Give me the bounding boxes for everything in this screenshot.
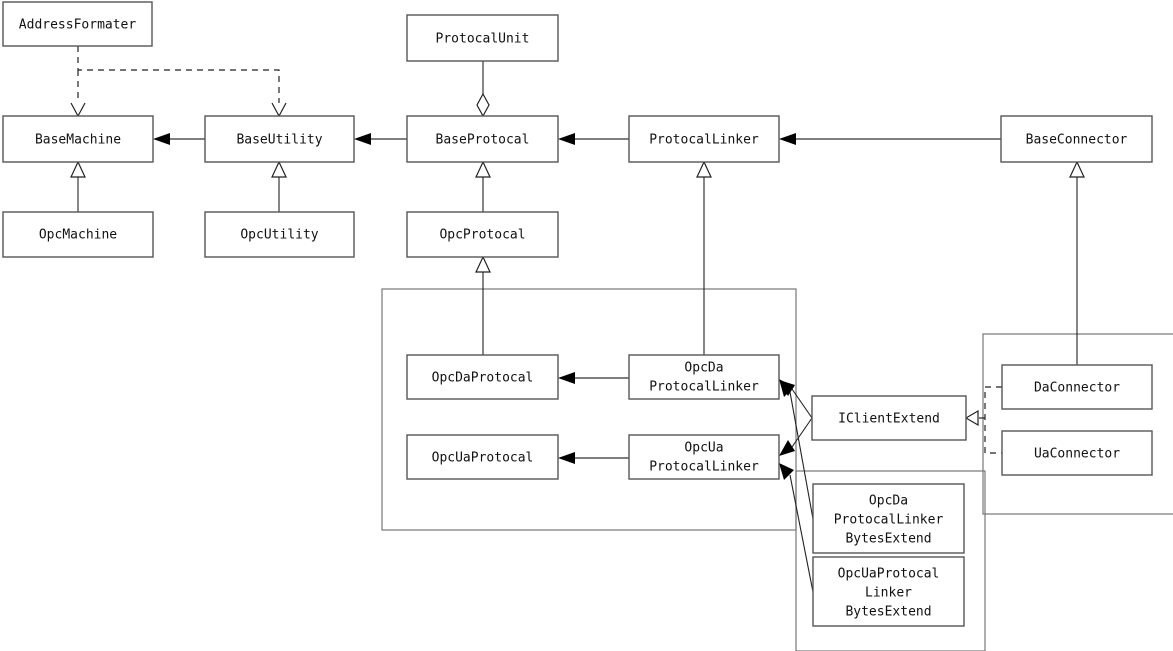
- relation-edges: [70, 46, 1085, 593]
- class-box-iclientextend[interactable]: IClientExtend: [811, 395, 967, 441]
- arrow-head-opcdalinker-r20: [779, 379, 794, 397]
- class-label-opcuabytesextend-line3: BytesExtend: [845, 605, 931, 620]
- class-box-opcdaprotocallinker[interactable]: OpcDa ProtocalLinker: [628, 354, 780, 400]
- generalization-triangle-protocallinker: [696, 160, 712, 178]
- edge-opcdabytesextend-to-opcdalinker: [789, 391, 814, 520]
- class-label-daconnector: DaConnector: [1034, 381, 1120, 396]
- class-label-opcuaprotocal: OpcUaProtocal: [432, 451, 534, 466]
- edge-addressformater-dependency: [77, 46, 280, 104]
- arrow-head-protocallinker-right: [779, 133, 796, 145]
- class-label-opcuaprotocallinker-line2: ProtocalLinker: [649, 460, 759, 475]
- edge-opcuabytesextend-to-opcualinker: [789, 474, 814, 593]
- class-box-addressformater[interactable]: AddressFormater: [2, 1, 153, 47]
- class-label-opcdaprotocal: OpcDaProtocal: [432, 371, 534, 386]
- generalization-triangle-baseconnector: [1069, 160, 1085, 178]
- class-box-opcuaprotocallinker[interactable]: OpcUa ProtocalLinker: [628, 434, 780, 480]
- class-label-baseutility: BaseUtility: [236, 133, 322, 148]
- arrow-head-basemachine-right: [153, 133, 170, 145]
- class-label-opcutility: OpcUtility: [240, 228, 318, 243]
- class-label-opcdaprotocallinker-line2: ProtocalLinker: [649, 380, 759, 395]
- group-protocal-container: [381, 288, 797, 531]
- generalization-triangle-opcprotocal: [475, 255, 491, 273]
- class-label-opcuabytesextend-line1: OpcUaProtocal: [838, 567, 940, 582]
- arrow-head-opcuaprotocal-right: [558, 452, 575, 464]
- arrow-head-opcdaprotocal-right: [558, 372, 575, 384]
- open-arrow-head-baseutility: [271, 102, 287, 118]
- class-box-protocalunit[interactable]: ProtocalUnit: [406, 14, 559, 62]
- class-label-addressformater: AddressFormater: [19, 18, 137, 33]
- group-connector-container: [982, 333, 1173, 515]
- class-label-opcdabytesextend-line3: BytesExtend: [845, 532, 931, 547]
- edge-iclientextend-to-opcualinker: [791, 417, 813, 448]
- class-label-opcuabytesextend-line2: Linker: [865, 586, 912, 601]
- class-box-opcprotocal[interactable]: OpcProtocal: [406, 211, 559, 258]
- realization-triangle-iclientextend: [964, 409, 979, 427]
- edge-iclientextend-to-opcdalinker: [791, 388, 813, 419]
- class-label-opcdabytesextend-line2: ProtocalLinker: [834, 513, 944, 528]
- class-label-opcuaprotocallinker-line1: OpcUa: [684, 441, 723, 456]
- class-label-opcdaprotocallinker-line1: OpcDa: [684, 361, 723, 376]
- class-boxes: AddressFormater ProtocalUnit BaseMachine…: [2, 1, 1153, 627]
- class-box-opcuaprotocal[interactable]: OpcUaProtocal: [406, 434, 559, 480]
- open-arrow-head-basemachine: [70, 102, 86, 118]
- arrow-head-opcualinker-r21: [779, 463, 794, 480]
- group-extend-container: [795, 470, 986, 651]
- class-box-opcmachine[interactable]: OpcMachine: [2, 211, 154, 258]
- class-box-baseconnector[interactable]: BaseConnector: [1000, 115, 1153, 163]
- class-label-opcdabytesextend-line1: OpcDa: [869, 494, 908, 509]
- class-box-daconnector[interactable]: DaConnector: [1001, 364, 1153, 410]
- class-box-opcdaprotocal[interactable]: OpcDaProtocal: [406, 354, 559, 400]
- class-label-protocallinker: ProtocalLinker: [649, 133, 759, 148]
- class-box-protocallinker[interactable]: ProtocalLinker: [628, 115, 780, 163]
- class-label-uaconnector: UaConnector: [1034, 447, 1120, 462]
- class-label-opcprotocal: OpcProtocal: [439, 228, 525, 243]
- generalization-triangle-basemachine: [70, 160, 86, 178]
- arrow-head-baseprotocal-right: [558, 133, 575, 145]
- class-box-opcuaprotocallinkerbytesextend[interactable]: OpcUaProtocal Linker BytesExtend: [812, 556, 965, 627]
- generalization-triangle-baseprotocal: [475, 160, 491, 178]
- arrow-head-baseutility-right: [354, 133, 371, 145]
- class-box-opcdaprotocallinkerbytesextend[interactable]: OpcDa ProtocalLinker BytesExtend: [812, 483, 965, 554]
- class-box-uaconnector[interactable]: UaConnector: [1001, 430, 1153, 476]
- class-label-baseconnector: BaseConnector: [1026, 133, 1128, 148]
- class-box-baseprotocal[interactable]: BaseProtocal: [406, 115, 559, 163]
- generalization-triangle-baseutility: [271, 160, 287, 178]
- edge-connectors-realization-bracket: [984, 386, 1002, 454]
- class-label-iclientextend: IClientExtend: [838, 412, 940, 427]
- group-containers: [381, 288, 1173, 651]
- class-label-baseprotocal: BaseProtocal: [436, 133, 530, 148]
- class-box-basemachine[interactable]: BaseMachine: [2, 115, 154, 163]
- class-label-opcmachine: OpcMachine: [39, 228, 117, 243]
- class-label-basemachine: BaseMachine: [35, 133, 121, 148]
- class-box-opcutility[interactable]: OpcUtility: [204, 211, 355, 258]
- class-box-baseutility[interactable]: BaseUtility: [204, 115, 355, 163]
- aggregation-diamond-baseprotocal: [476, 92, 490, 118]
- arrow-head-opcualinker-r19: [779, 440, 795, 456]
- class-label-protocalunit: ProtocalUnit: [436, 32, 530, 47]
